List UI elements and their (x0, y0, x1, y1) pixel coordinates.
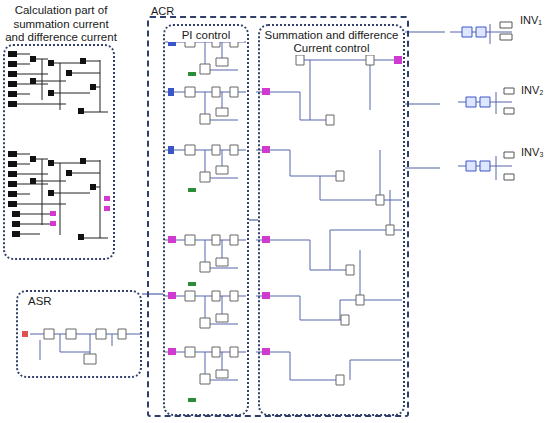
inverter-block: INV₃ (440, 146, 518, 190)
sum-region: Summation and difference Current control (258, 24, 405, 416)
region-heading: PI control (168, 29, 244, 42)
sum-wires (256, 60, 402, 380)
inverter-blocks (462, 27, 490, 171)
signal-line (249, 219, 258, 220)
inverter-block: INV₂ (440, 84, 518, 124)
calc-region: Calculation part of summation current an… (3, 44, 115, 260)
signal-line (405, 31, 445, 32)
calc-markers (50, 196, 110, 226)
pi-region: PI control (163, 24, 249, 416)
inverter-wires (450, 24, 512, 180)
region-heading: INV₃ (521, 146, 544, 159)
region-heading: INV₂ (521, 84, 544, 97)
region-heading: INV₁ (520, 14, 542, 27)
asr-input (22, 331, 28, 337)
inverter-block: INV₁ (445, 14, 517, 50)
signal-line (405, 167, 440, 168)
sum-blocks (296, 55, 394, 385)
acr-region: ACRPI controlSummation and difference Cu… (147, 16, 409, 417)
sum-markers (262, 56, 402, 355)
pi-ground (188, 72, 196, 402)
pi-markers (168, 236, 176, 355)
region-heading: ASR (28, 295, 52, 308)
pi-inputs (168, 38, 176, 154)
signal-line (142, 293, 163, 294)
inverter-legs (500, 22, 514, 180)
region-heading: Summation and difference Current control (263, 29, 400, 55)
pi-blocks (185, 37, 238, 384)
asr-blocks (44, 329, 126, 364)
region-heading: Calculation part of summation current an… (3, 4, 119, 44)
region-heading: ACR (151, 5, 174, 18)
asr-region: ASR (16, 290, 142, 378)
signal-line (405, 103, 440, 104)
